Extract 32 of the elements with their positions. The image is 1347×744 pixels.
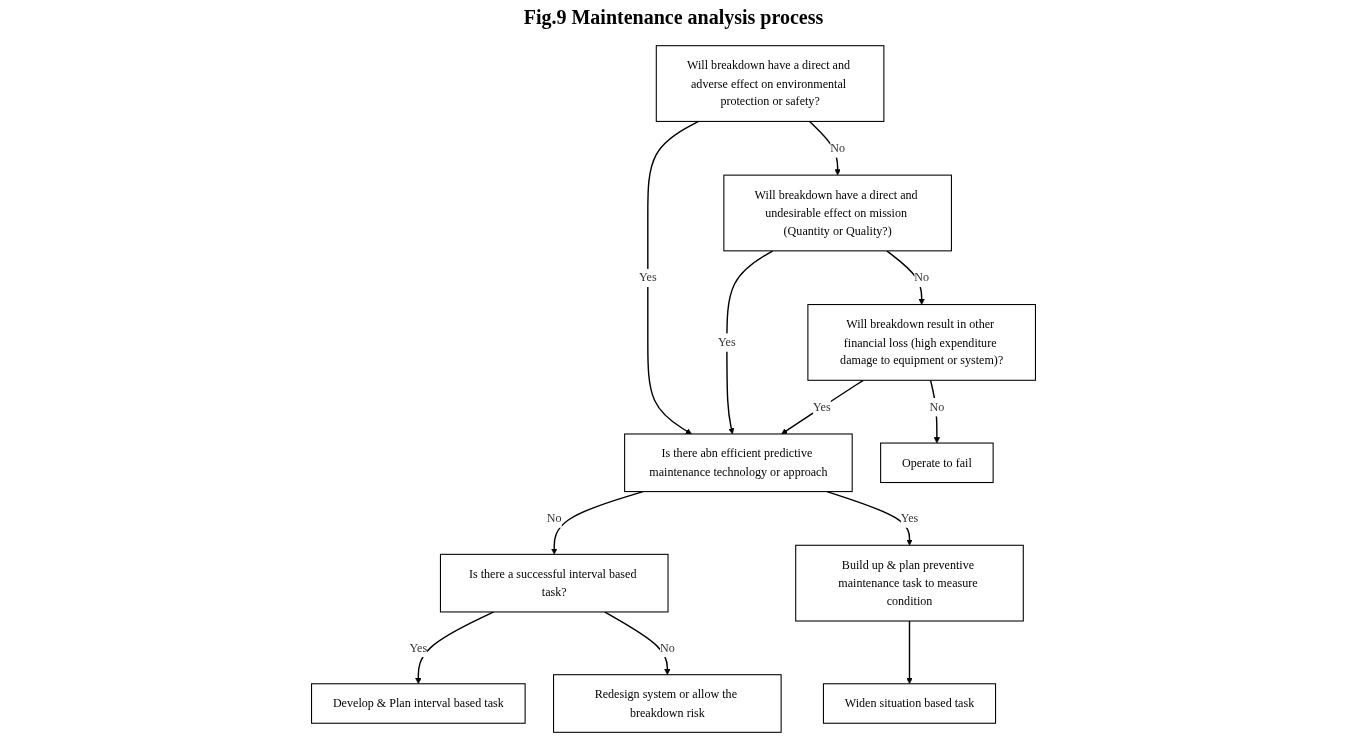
edge-label: No [659,640,675,655]
arrow [808,120,841,176]
node-box: Widen situation based task [822,683,997,724]
edge-label: Yes [409,640,428,655]
node-box: Operate to fail [880,442,994,484]
edge-label: No [546,511,562,526]
arrow [726,250,774,435]
arrow [826,490,913,546]
arrow [886,250,925,305]
edge-label: Yes [813,400,831,414]
node-box: Redesign system or allow the breakdown risk [553,674,782,733]
node-box: Develop & Plan interval based task [311,683,526,724]
edge-label: No [914,270,930,285]
arrow [906,620,913,685]
node-box: Build up & plan preventive maintenance task to measure condition [795,544,1024,622]
arrow [551,490,644,555]
arrow [781,379,864,435]
node-box: Is there abn efficient predictive maintenance technology or approach [624,433,853,493]
edge-label: Yes [718,335,736,349]
node-box: Will breakdown have a direct and undesirable effect on mission (Quantity or Quality?) [723,174,952,252]
arrow [415,611,495,685]
arrow [603,611,671,675]
arrow [647,120,700,435]
edge-label: No [830,141,846,155]
node-box: Will breakdown have a direct and adverse effect on environmental protection or safety? [655,45,885,122]
diagram-title: Fig.9 Maintenance analysis process [522,6,825,29]
edge-label: No [929,400,945,414]
edge-label: Yes [639,270,657,285]
node-box: Is there a successful interval based task? [439,553,669,613]
edge-label: Yes [900,511,919,526]
node-box: Will breakdown result in other financial loss (high expenditure damage to equipment or system)? [807,304,1036,381]
arrow [929,379,940,444]
